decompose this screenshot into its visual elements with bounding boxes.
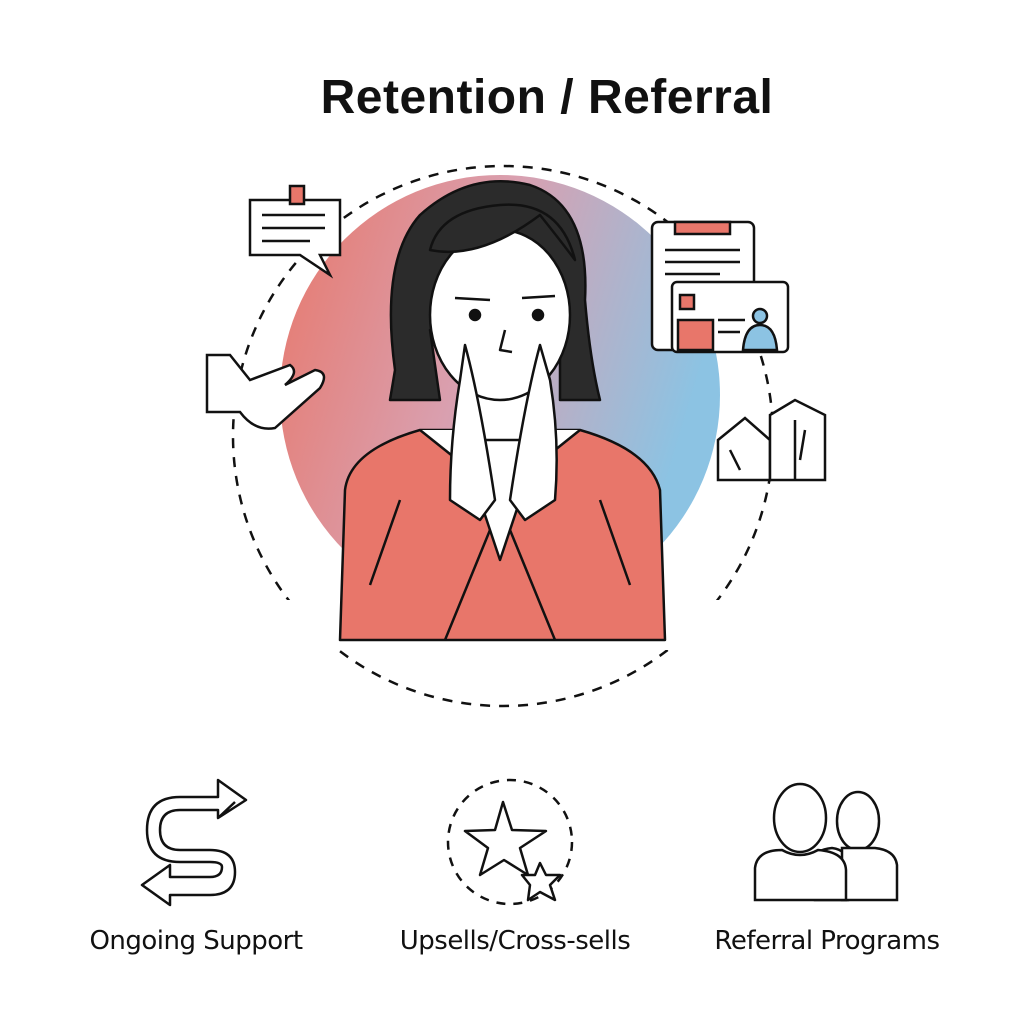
s-arrows-icon [140, 778, 248, 907]
profile-cards-icon [650, 220, 790, 354]
feature-label-ongoing-support: Ongoing Support [89, 926, 303, 956]
woman-figure [338, 180, 667, 642]
people-icon [753, 782, 899, 902]
feature-label-referral-programs: Referral Programs [714, 926, 940, 956]
open-hand-icon [205, 353, 326, 430]
chat-note-icon [248, 184, 342, 279]
page-title: Retention / Referral [320, 71, 774, 124]
stars-icon [446, 778, 574, 906]
feature-label-upsells: Upsells/Cross-sells [399, 926, 631, 956]
buildings-icon [716, 398, 827, 482]
